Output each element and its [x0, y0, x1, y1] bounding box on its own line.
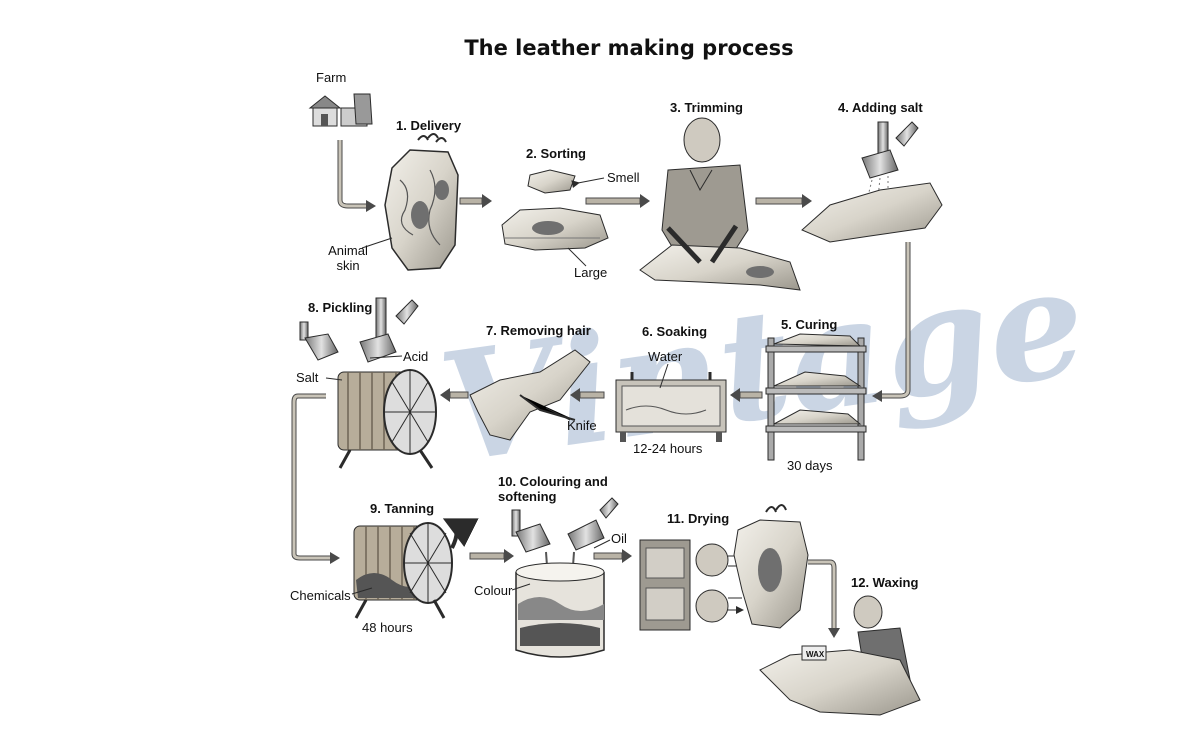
step-label-11: 11. Drying — [667, 511, 730, 526]
pickling-drum-icon — [299, 297, 437, 469]
label-tanning-time: 48 hours — [362, 620, 413, 635]
step-label-12: 12. Waxing — [851, 575, 919, 590]
arrow-5-to-6 — [730, 388, 763, 402]
step-label-1: 1. Delivery — [396, 118, 462, 133]
waxing-worker-icon: WAX — [759, 595, 921, 716]
arrow-8-to-9 — [291, 393, 340, 564]
step-label-10: 10. Colouring and softening — [498, 474, 608, 504]
label-water: Water — [648, 349, 683, 364]
label-farm: Farm — [316, 70, 347, 85]
wax-label: WAX — [806, 650, 825, 659]
diagram-title: The leather making process — [464, 36, 794, 60]
curing-rack-icon — [765, 333, 867, 461]
colouring-vat-icon — [511, 497, 619, 658]
arrow-2-to-3 — [585, 194, 650, 208]
step-label-2: 2. Sorting — [526, 146, 586, 161]
step-label-4: 4. Adding salt — [838, 100, 923, 115]
soaking-tank-icon — [615, 363, 727, 442]
salted-hide — [801, 182, 943, 243]
hanging-skins-icon — [384, 133, 459, 271]
label-smell: Smell — [607, 170, 640, 185]
tanning-drum-icon — [353, 518, 479, 619]
salt-dispenser-icon — [861, 121, 919, 199]
arrow-4-to-5 — [872, 242, 911, 402]
label-salt: Salt — [296, 370, 319, 385]
label-oil: Oil — [611, 531, 627, 546]
label-knife: Knife — [567, 418, 597, 433]
label-curing-time: 30 days — [787, 458, 833, 473]
label-chemicals: Chemicals — [290, 588, 351, 603]
arrow-10-to-11 — [593, 549, 632, 563]
drying-machine-icon — [639, 539, 742, 631]
step-label-9: 9. Tanning — [370, 501, 435, 516]
step-label-7: 7. Removing hair — [486, 323, 591, 338]
label-large: Large — [574, 265, 608, 280]
step-label-3: 3. Trimming — [670, 100, 743, 115]
label-acid: Acid — [403, 349, 429, 364]
step-label-6: 6. Soaking — [642, 324, 708, 339]
trimming-worker-icon — [639, 117, 801, 291]
label-colour: Colour — [474, 583, 513, 598]
farm-icon — [308, 93, 373, 127]
arrow-3-to-4 — [755, 194, 812, 208]
arrow-9-to-10 — [469, 549, 514, 563]
arrow-11-to-12 — [808, 559, 840, 638]
hair-removal-icon — [469, 349, 591, 441]
sorted-hides-icon — [501, 169, 609, 251]
step-label-8: 8. Pickling — [308, 300, 373, 315]
label-soaking-time: 12-24 hours — [633, 441, 703, 456]
drying-hides-icon — [733, 504, 809, 629]
label-animal-skin: Animal skin — [328, 243, 368, 273]
arrow-farm-to-delivery — [337, 140, 368, 209]
arrow-1-to-2 — [459, 194, 492, 208]
step-label-5: 5. Curing — [781, 317, 838, 332]
arrow-7-to-8 — [440, 388, 469, 402]
arrow-6-to-7 — [570, 388, 605, 402]
